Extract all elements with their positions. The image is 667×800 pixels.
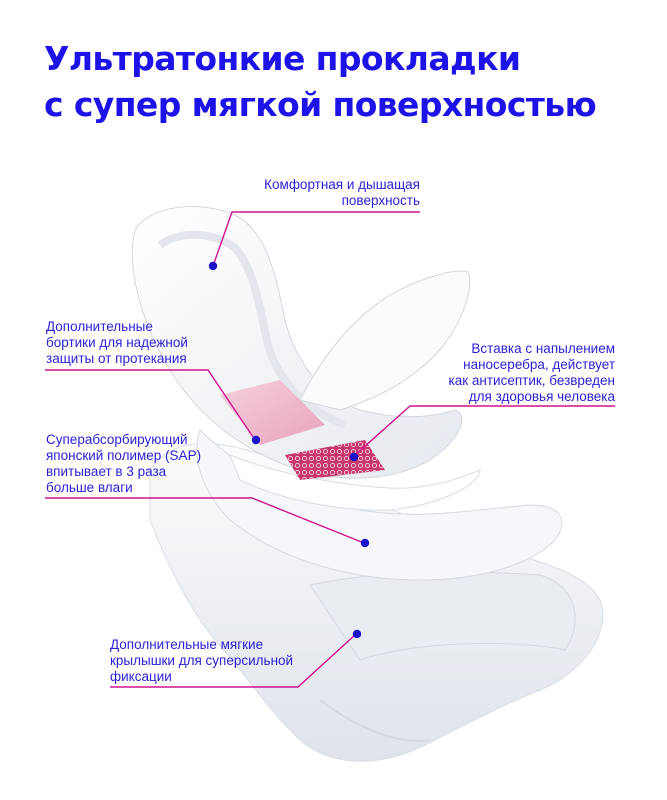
callout-sides-line: защиты от протекания [46,351,187,366]
callout-sap-line: впитывает в 3 раза [46,464,167,479]
pad-absorbent-layer [229,454,481,511]
marker-dot-sap [360,538,370,548]
callout-silver-line: для здоровья человека [468,389,615,404]
page-title: Ультратонкие прокладки с супер мягкой по… [44,36,597,128]
leader-line-sides [45,369,254,438]
callout-silver-line: как антисептик, безвреден [448,373,615,388]
callout-sides-line: бортики для надежной [46,335,188,350]
callout-surface-line: Комфортная и дышащая [264,177,420,192]
marker-dot-surface [208,261,218,271]
callout-surface: Комфортная и дышащая поверхность [264,177,420,209]
wing-fold [319,699,431,742]
leader-line-wings [110,633,357,688]
callout-wings: Дополнительные мягкие крылышки для супер… [110,637,293,685]
pad-top-flap [299,270,471,411]
leader-line-surface [212,211,420,267]
leader-line-silver [353,405,615,457]
callout-sap-line: японский полимер (SAP) [46,448,202,463]
callout-sap-line: Суперабсорбирующий [46,432,188,447]
marker-dot-wings [352,629,362,639]
title-line-2: с супер мягкой поверхностью [44,85,597,124]
callout-wings-line: крылышки для суперсильной [110,653,294,668]
callout-silver-line: наносеребра, действует [463,357,615,372]
callout-silver: Вставка с напылением наносеребра, действ… [449,341,615,405]
callout-surface-line: поверхность [341,193,420,208]
callout-sap-line: больше влаги [46,480,133,495]
callout-sides-line: Дополнительные [46,319,153,334]
callout-sides: Дополнительные бортики для надежной защи… [46,319,188,367]
title-line-1: Ультратонкие прокладки [44,39,521,78]
marker-dot-silver [349,452,359,462]
marker-dot-sides [251,435,261,445]
callout-sap: Суперабсорбирующий японский полимер (SAP… [46,432,201,496]
callout-wings-line: фиксации [110,669,172,684]
side-barrier [157,230,347,429]
callout-silver-line: Вставка с напылением [471,341,615,356]
leader-line-sap [45,497,365,544]
callout-wings-line: Дополнительные мягкие [110,637,264,652]
pad-top-sheet [131,206,463,479]
silver-insert [220,380,325,445]
